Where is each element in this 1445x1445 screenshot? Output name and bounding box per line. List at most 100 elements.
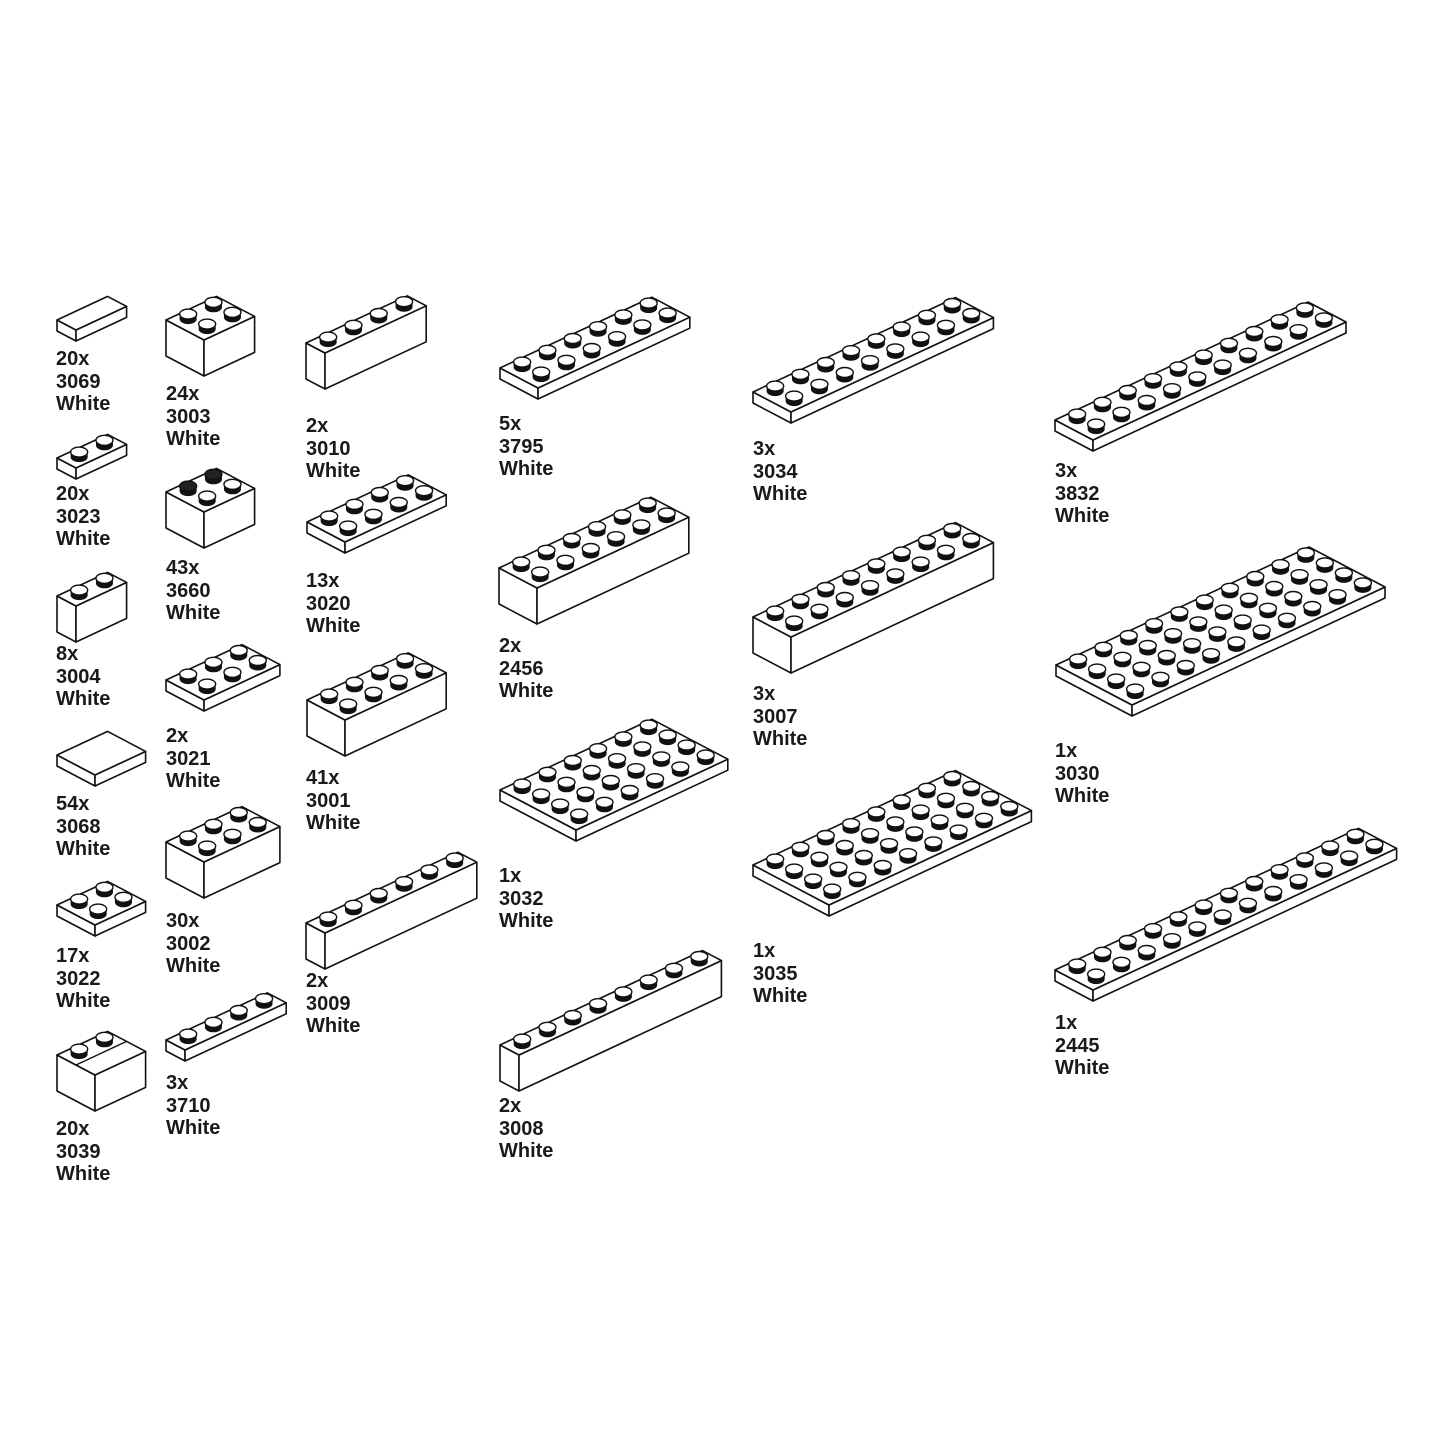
plate-2x3-icon [165, 643, 281, 712]
stud [1271, 559, 1290, 575]
part-color: White [56, 688, 111, 710]
stud [1284, 590, 1303, 607]
stud [867, 806, 886, 822]
stud [860, 828, 880, 844]
stud [917, 534, 937, 551]
stud [879, 838, 899, 854]
stud [639, 974, 658, 991]
stud [1106, 673, 1126, 690]
part-qty: 2x [306, 970, 329, 992]
part-color: White [1055, 785, 1110, 807]
stud [364, 686, 383, 703]
stud [1315, 557, 1335, 573]
stud [595, 796, 614, 813]
stud [860, 355, 880, 371]
stud [563, 754, 582, 771]
stud [936, 792, 956, 809]
stud [810, 378, 829, 395]
part-part: 3004 [56, 665, 101, 688]
stud [1151, 671, 1170, 688]
stud [657, 507, 676, 524]
part-qty: 20x [56, 348, 90, 370]
part-qty: 24x [166, 383, 200, 405]
stud [911, 804, 930, 821]
stud [810, 851, 829, 868]
stud [936, 319, 956, 336]
stud [557, 354, 576, 371]
stud [791, 841, 810, 858]
part-color: White [753, 728, 808, 750]
stud [917, 782, 937, 799]
stud [1138, 639, 1157, 656]
stud [1118, 384, 1137, 401]
stud [229, 644, 248, 661]
stud [1277, 612, 1297, 629]
stud [511, 556, 531, 573]
plate-2x12-icon [1054, 827, 1398, 1002]
stud [1067, 958, 1087, 975]
stud [1094, 641, 1113, 658]
stud [1270, 314, 1289, 330]
stud [254, 993, 274, 1009]
stud [538, 344, 557, 361]
stud [344, 319, 363, 336]
stud [765, 380, 785, 397]
stud [1137, 394, 1156, 411]
stud [1320, 840, 1340, 857]
plate-2x10-icon [1054, 301, 1347, 452]
stud [841, 570, 861, 586]
stud [1068, 653, 1088, 670]
stud [587, 521, 607, 537]
stud [962, 307, 981, 324]
stud [1143, 923, 1163, 939]
stud [1157, 649, 1176, 666]
stud [1295, 852, 1315, 868]
stud [538, 1021, 557, 1038]
stud [1245, 875, 1264, 892]
stud [88, 903, 108, 920]
stud [854, 849, 873, 866]
tile-1x2-icon [56, 295, 128, 342]
stud [638, 497, 657, 514]
stud [1289, 874, 1308, 890]
part-color: White [499, 1140, 554, 1162]
stud [582, 764, 601, 781]
stud [395, 475, 415, 491]
stud [576, 786, 595, 803]
stud [556, 554, 575, 571]
stud [614, 986, 633, 1002]
part-qty: 54x [56, 793, 90, 815]
stud [949, 824, 968, 841]
stud [69, 893, 89, 910]
part-part: 3010 [306, 437, 351, 460]
stud [338, 520, 358, 537]
stud [1246, 570, 1265, 587]
part-part: 3023 [56, 505, 101, 528]
stud [114, 891, 133, 908]
part-part: 3020 [306, 592, 351, 615]
stud [95, 434, 114, 451]
stud [632, 519, 651, 535]
part-color: White [306, 812, 361, 834]
stud [886, 568, 905, 584]
stud [394, 876, 414, 892]
stud [178, 1028, 198, 1045]
plate-2x6-icon [499, 296, 691, 400]
brick-1x2-icon [56, 571, 128, 643]
part-qty: 1x [1055, 1012, 1078, 1034]
part-part: 3021 [166, 747, 211, 770]
stud [69, 446, 89, 463]
part-part: 3022 [56, 967, 101, 990]
stud [810, 603, 829, 620]
stud [943, 770, 962, 787]
stud [626, 763, 646, 779]
stud [178, 480, 198, 497]
